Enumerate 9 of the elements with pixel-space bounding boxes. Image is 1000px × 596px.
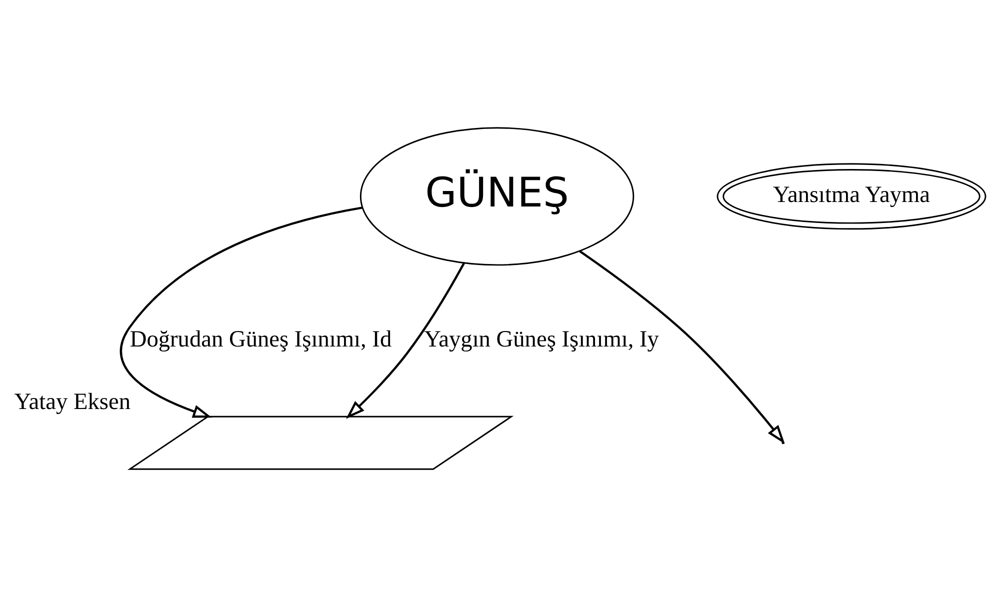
node-label: Yatay Eksen bbox=[14, 388, 130, 415]
node-ellipse: GÜNEŞ bbox=[360, 126, 634, 266]
arrow bbox=[346, 262, 465, 418]
arrow bbox=[579, 250, 785, 444]
edge-label: Yaygın Güneş Işınımı, Iy bbox=[424, 326, 659, 352]
node-ellipse: Yansıtma Yayma bbox=[716, 162, 986, 230]
arrow bbox=[120, 206, 362, 418]
edge-label: Doğrudan Güneş Işınımı, Id bbox=[130, 326, 392, 352]
node-parallelogram bbox=[127, 415, 514, 470]
